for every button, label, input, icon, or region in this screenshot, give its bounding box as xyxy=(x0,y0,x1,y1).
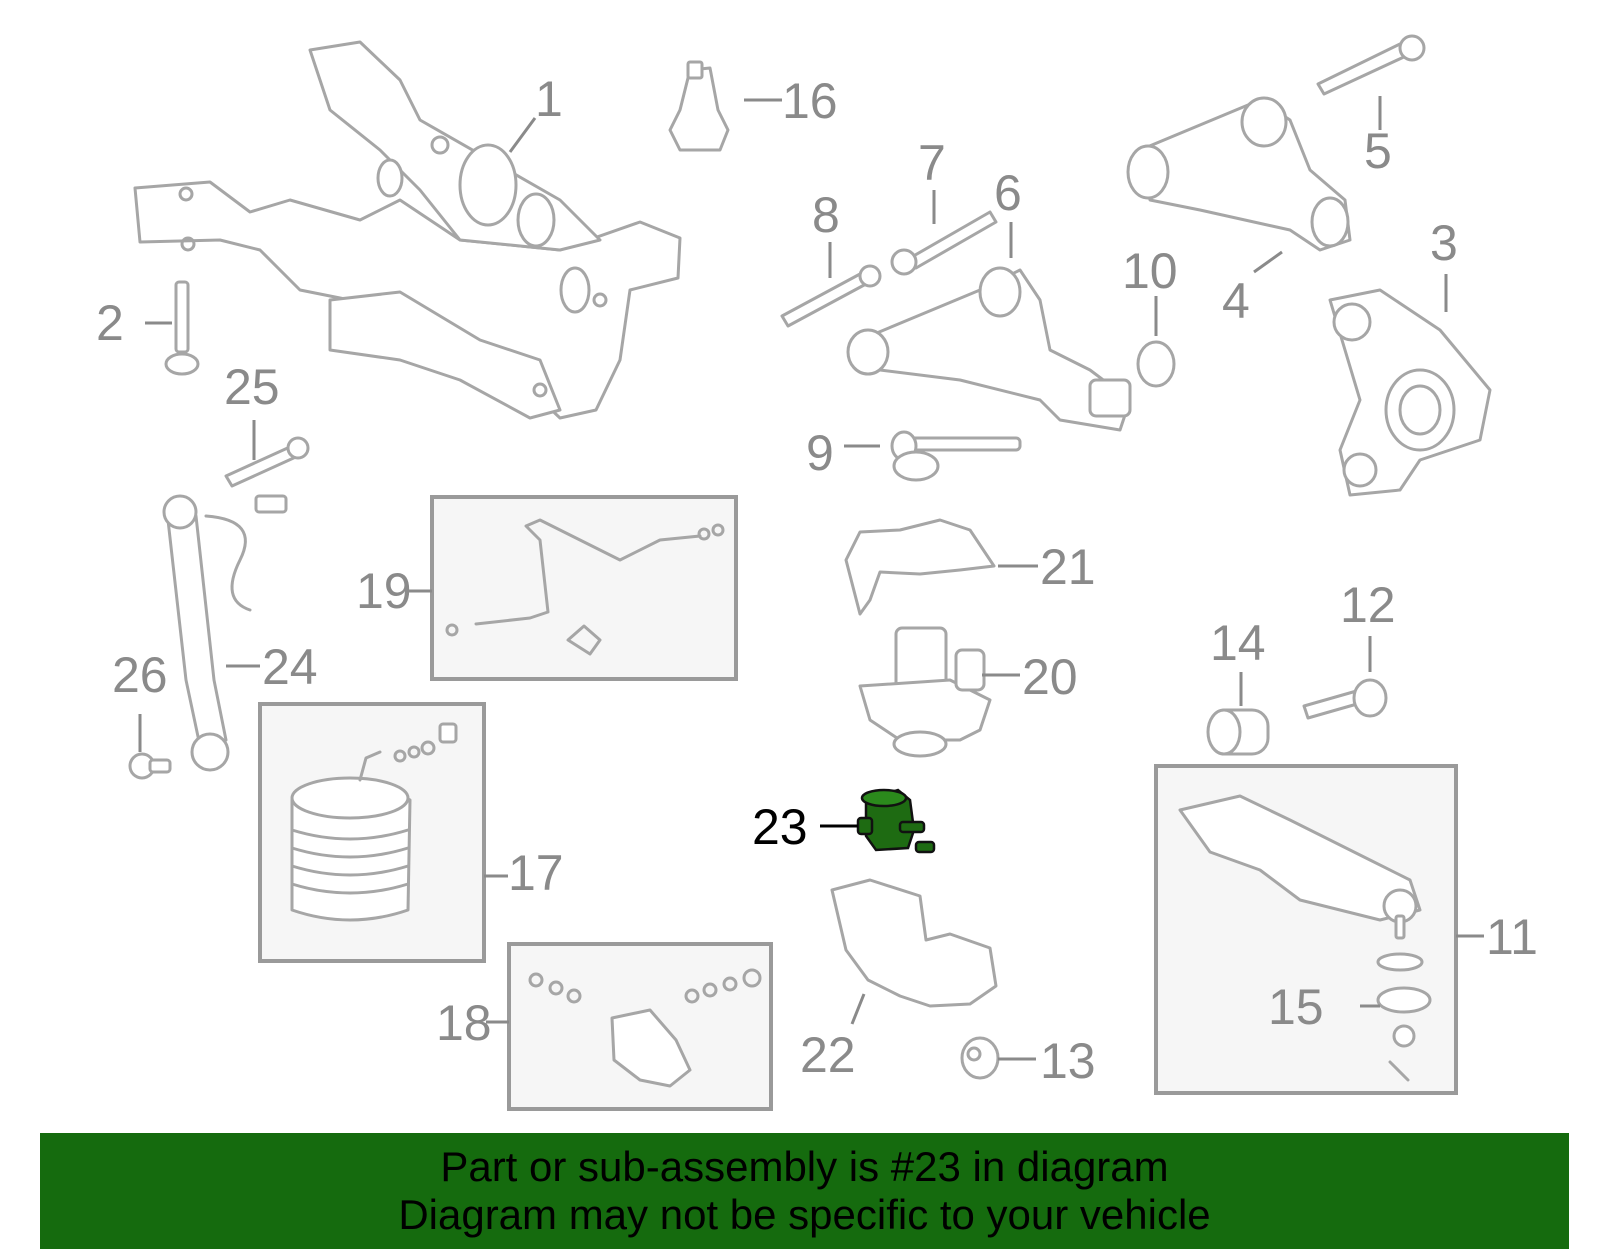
callout-3: 3 xyxy=(1430,215,1458,271)
callout-21: 21 xyxy=(1040,539,1096,595)
shock-absorber-part-24 xyxy=(162,494,288,772)
callout-16: 16 xyxy=(782,73,838,129)
callout-24: 24 xyxy=(262,639,318,695)
callout-13: 13 xyxy=(1040,1033,1096,1089)
callout-9: 9 xyxy=(806,425,834,481)
knuckle-part-3 xyxy=(1328,288,1492,497)
nut-part-10 xyxy=(1136,340,1176,388)
bolt-part-26 xyxy=(128,752,172,780)
dryer-part-23-highlighted xyxy=(856,788,936,854)
valve-part-18 xyxy=(528,968,762,1088)
bolt-part-9 xyxy=(890,430,1022,482)
bolt-part-2 xyxy=(164,280,200,376)
banner-disclaimer: Diagram may not be specific to your vehi… xyxy=(398,1191,1211,1238)
callout-10: 10 xyxy=(1122,243,1178,299)
callout-5: 5 xyxy=(1364,123,1392,179)
info-banner: Part or sub-assembly is #23 in diagram D… xyxy=(40,1133,1569,1249)
callout-14: 14 xyxy=(1210,615,1266,671)
callout-19: 19 xyxy=(356,563,412,619)
callout-12: 12 xyxy=(1340,577,1396,633)
callout-25: 25 xyxy=(224,359,280,415)
upper-arm-part-4 xyxy=(1126,96,1352,252)
callout-23-highlighted: 23 xyxy=(752,799,808,855)
air-spring-part-17 xyxy=(290,722,458,922)
banner-part-note: Part or sub-assembly is #23 in diagram xyxy=(440,1143,1169,1190)
callout-11: 11 xyxy=(1486,909,1538,965)
bolt-part-7 xyxy=(890,210,998,276)
callout-18: 18 xyxy=(436,995,492,1051)
callout-8: 8 xyxy=(812,187,840,243)
bolt-part-25 xyxy=(224,436,310,488)
callout-1: 1 xyxy=(535,71,563,127)
bracket-part-21 xyxy=(844,518,996,616)
shield-part-22 xyxy=(830,878,998,1008)
callout-20: 20 xyxy=(1022,649,1078,705)
bolt-part-12 xyxy=(1302,678,1388,720)
callout-22: 22 xyxy=(800,1027,856,1083)
callout-4: 4 xyxy=(1222,273,1250,329)
bolt-part-5 xyxy=(1316,34,1426,96)
mount-part-16 xyxy=(668,60,730,152)
callout-labels: 1 2 3 4 5 6 7 8 9 10 11 12 13 14 15 16 1… xyxy=(96,71,1538,1089)
crossmember-part-1 xyxy=(133,40,682,420)
compressor-part-20 xyxy=(858,626,992,758)
callout-7: 7 xyxy=(918,135,946,191)
callout-2: 2 xyxy=(96,295,124,351)
bolt-part-8 xyxy=(780,264,882,328)
callout-6: 6 xyxy=(994,165,1022,221)
callout-15: 15 xyxy=(1268,979,1324,1035)
callout-17: 17 xyxy=(508,845,564,901)
lower-arm-part-6 xyxy=(846,266,1132,432)
callout-26: 26 xyxy=(112,647,168,703)
bushing-part-14 xyxy=(1206,708,1270,756)
air-line-part-19 xyxy=(445,518,725,656)
nut-part-13 xyxy=(960,1036,1000,1080)
leader-lines xyxy=(138,96,1484,1061)
lower-control-arm-part-11 xyxy=(1178,794,1432,1082)
